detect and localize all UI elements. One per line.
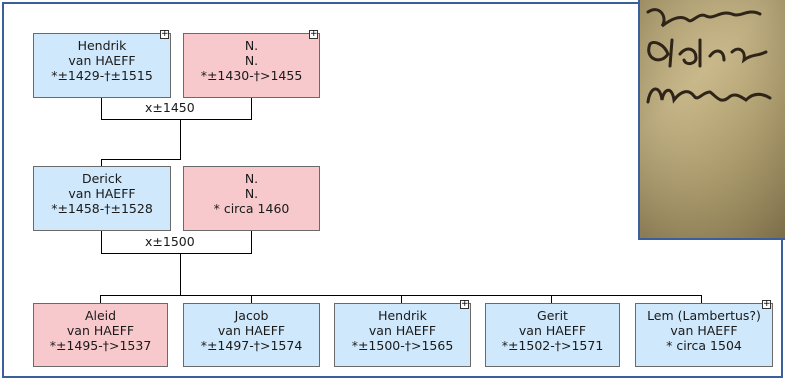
expand-icon[interactable]: +	[762, 299, 771, 309]
marriage-line-bottom	[101, 253, 252, 254]
person-dates: *±1500-†>1565	[351, 338, 454, 353]
person-card-hendrik-elder[interactable]: Hendrik van HAEFF *±1429-†±1515 +	[33, 29, 171, 98]
person-given-name: Aleid	[84, 308, 117, 323]
person-dates: *±1497-†>1574	[200, 338, 303, 353]
marriage-date-label: x±1450	[145, 100, 195, 115]
manuscript-handwriting-image	[640, 0, 785, 238]
person-card-aleid[interactable]: Aleid van HAEFF *±1495-†>1537	[33, 303, 168, 367]
person-surname: N.	[244, 53, 259, 68]
person-given-name: Hendrik	[378, 308, 427, 323]
person-surname: van HAEFF	[217, 323, 286, 338]
descent-line-horizontal	[101, 159, 181, 160]
marriage-line-right	[251, 98, 252, 119]
person-surname: van HAEFF	[518, 323, 587, 338]
child-drop-4	[551, 295, 552, 303]
marriage-line-left	[101, 231, 102, 253]
marriage-line-left	[101, 98, 102, 119]
person-dates: *±1429-†±1515	[51, 68, 153, 83]
person-card-hendrik-younger[interactable]: Hendrik van HAEFF *±1500-†>1565 +	[334, 299, 471, 367]
person-dates: * circa 1504	[666, 338, 742, 353]
marriage-date-label: x±1500	[145, 234, 195, 249]
person-given-name: N.	[244, 171, 259, 186]
person-given-name: Lem (Lambertus?)	[647, 308, 761, 323]
descent-line	[180, 254, 181, 296]
manuscript-photo-inset	[638, 0, 785, 240]
child-drop-2	[251, 295, 252, 303]
marriage-line-right	[251, 231, 252, 253]
child-drop-3	[401, 295, 402, 303]
expand-icon[interactable]: +	[460, 299, 469, 309]
person-surname: van HAEFF	[66, 323, 135, 338]
person-given-name: Hendrik	[77, 38, 127, 53]
person-card-derick[interactable]: Derick van HAEFF *±1458-†±1528	[33, 166, 171, 231]
person-card-lem[interactable]: Lem (Lambertus?) van HAEFF * circa 1504 …	[635, 299, 773, 367]
person-given-name: Gerit	[537, 308, 568, 323]
person-card-n-n-gen1[interactable]: N. N. *±1430-†>1455 +	[183, 29, 320, 98]
child-drop-1	[100, 295, 101, 303]
person-given-name: Jacob	[234, 308, 269, 323]
person-card-gerit[interactable]: Gerit van HAEFF *±1502-†>1571	[485, 303, 620, 367]
person-dates: *±1458-†±1528	[51, 201, 153, 216]
child-drop-5	[701, 295, 702, 303]
expand-icon[interactable]: +	[309, 29, 318, 39]
person-surname: N.	[244, 186, 259, 201]
person-dates: *±1495-†>1537	[49, 338, 152, 353]
person-given-name: Derick	[81, 171, 123, 186]
person-card-n-n-gen2[interactable]: N. N. * circa 1460	[183, 166, 320, 231]
person-card-jacob[interactable]: Jacob van HAEFF *±1497-†>1574	[183, 303, 320, 367]
expand-icon[interactable]: +	[160, 29, 169, 39]
marriage-line-bottom	[101, 119, 252, 120]
person-surname: van HAEFF	[68, 53, 136, 68]
person-surname: van HAEFF	[368, 323, 437, 338]
person-surname: van HAEFF	[68, 186, 136, 201]
person-given-name: N.	[244, 38, 259, 53]
person-dates: * circa 1460	[213, 201, 290, 216]
person-dates: *±1430-†>1455	[200, 68, 303, 83]
descent-line-down	[101, 159, 102, 167]
person-surname: van HAEFF	[670, 323, 738, 338]
descent-line	[180, 120, 181, 160]
person-dates: *±1502-†>1571	[501, 338, 604, 353]
